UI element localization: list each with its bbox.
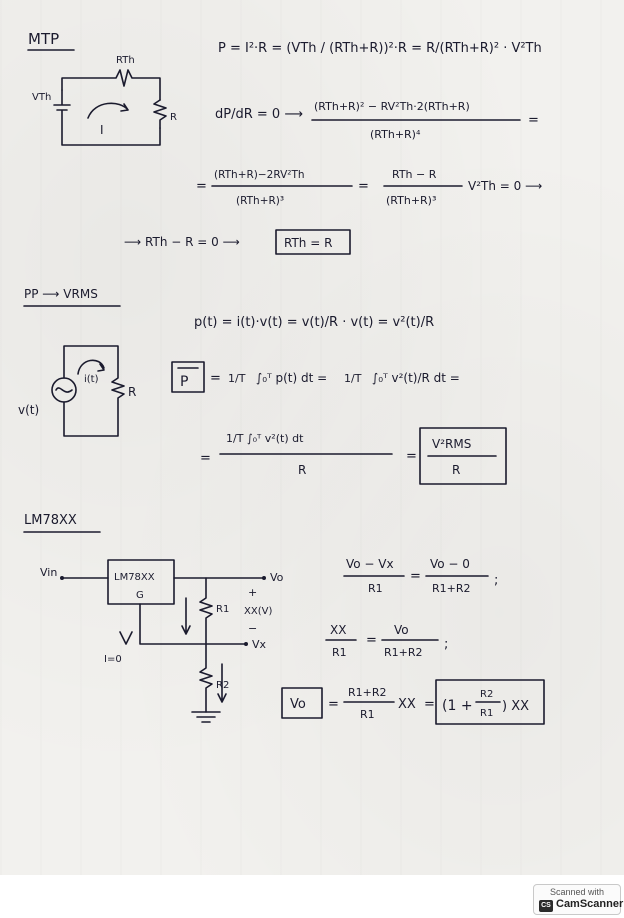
lm-eq2-numl: XX — [330, 623, 346, 637]
mtp-deriv-den: (RTh+R)⁴ — [370, 128, 421, 141]
pp-instant-formula: p(t) = i(t)·v(t) = v(t)/R · v(t) = v²(t)… — [194, 315, 434, 330]
badge-camscanner: CamScanner — [556, 898, 624, 910]
lm78xx-circuit: Vin LM78XX G Vo R1 Vx + XX(V) − R2 I=0 — [40, 559, 284, 723]
lm-eq2: XX R1 = Vo R1+R2 ; — [325, 623, 448, 659]
boxed-vo — [281, 687, 323, 719]
lm-xxv-label: XX(V) — [244, 606, 272, 617]
mtp-derivative: dP/dR = 0 ⟶ (RTh+R)² − RV²Th·2(RTh+R) (R… — [215, 100, 539, 141]
section-title-mtp: MTP — [28, 30, 59, 48]
mtp-step2: = (RTh+R)−2RV²Th (RTh+R)³ = RTh − R (RTh… — [196, 168, 542, 207]
pp-average: P = 1/T ∫₀ᵀ p(t) dt = 1/T ∫₀ᵀ v²(t)/R dt… — [171, 361, 460, 393]
lm-minus: − — [248, 622, 257, 635]
boxed-result — [419, 427, 507, 485]
lm-eq3-close: ) XX — [502, 699, 529, 714]
lm-eq3-eq: = — [328, 697, 339, 712]
pp-avg-box — [171, 361, 205, 393]
section-title-pp: PP ⟶ VRMS — [24, 287, 98, 301]
lm-eq1-denl: R1 — [368, 582, 383, 595]
lm-eq3-vo: Vo — [290, 697, 306, 712]
pp-final-eq: = — [200, 451, 211, 466]
mtp-circuit: RTh VTh R I — [32, 55, 177, 146]
mtp-r-label: R — [170, 112, 177, 123]
pp-avg-coef: 1/T — [228, 372, 246, 385]
mtp-conclusion-text: ⟶ RTh − R = 0 ⟶ — [124, 235, 240, 249]
mtp-i-label: I — [100, 123, 104, 137]
lm-eq1-sep: ; — [494, 573, 498, 588]
mtp-step2-num2: RTh − R — [392, 168, 437, 181]
pp-final-eq2: = — [406, 449, 417, 464]
pp-current-label: i(t) — [84, 374, 99, 385]
lm-eq3: Vo = R1+R2 R1 XX = (1 + R2 R1 ) XX — [281, 679, 545, 725]
lm-eq3-fracnum: R1+R2 — [348, 686, 387, 699]
pp-boxed-den: R — [452, 463, 460, 477]
mtp-power-formula: P = I²·R = (VTh / (RTh+R))²·R = R/(RTh+R… — [218, 41, 542, 56]
lm-eq3-eq2: = — [424, 697, 435, 712]
mtp-rth-label: RTh — [116, 55, 135, 66]
lm-r1-label: R1 — [216, 604, 229, 615]
lm-eq1: Vo − Vx R1 = Vo − 0 R1+R2 ; — [343, 557, 498, 595]
mtp-step2-tail: V²Th = 0 ⟶ — [468, 179, 542, 193]
mtp-step2-eq2: = — [358, 179, 369, 194]
lm-eq1-numr: Vo − 0 — [430, 557, 470, 571]
lm-eq2-denl: R1 — [332, 646, 347, 659]
lm-eq1-denr: R1+R2 — [432, 582, 471, 595]
lm-vo-label: Vo — [270, 571, 284, 584]
camscanner-badge: Scanned with CS CamScanner — [533, 884, 624, 915]
mtp-deriv-num: (RTh+R)² − RV²Th·2(RTh+R) — [314, 100, 470, 113]
lm-eq2-eq: = — [366, 633, 377, 648]
mtp-boxed: RTh = R — [284, 236, 332, 250]
pp-final-denom: R — [298, 463, 306, 477]
mtp-deriv-eq: = — [528, 113, 539, 128]
mtp-step2-den1: (RTh+R)³ — [236, 195, 284, 207]
mtp-vth-label: VTh — [32, 92, 51, 103]
lm-eq2-numr: Vo — [394, 623, 409, 637]
badge-scanned-with: Scanned with — [549, 887, 605, 897]
pp-avg-int1: ∫₀ᵀ p(t) dt = — [256, 371, 327, 385]
pp-avg-p: P — [180, 374, 188, 390]
camscanner-logo-icon: CS — [539, 900, 553, 912]
lm-regulator-label: LM78XX — [114, 572, 155, 583]
section-title-lm78xx: LM78XX — [24, 513, 77, 528]
lm-eq1-eq: = — [410, 569, 421, 584]
mtp-step2-den2: (RTh+R)³ — [386, 194, 436, 207]
lm-i-zero: I=0 — [104, 654, 122, 665]
lm-eq2-sep: ; — [444, 637, 448, 652]
lm-eq2-denr: R1+R2 — [384, 646, 423, 659]
lm-eq3-fracden: R1 — [360, 708, 375, 721]
lm-vx-label: Vx — [252, 638, 267, 651]
mtp-step2-eq: = — [196, 179, 207, 194]
lm-vin-label: Vin — [40, 566, 57, 579]
lm-eq3-xx: XX — [398, 697, 416, 712]
scanned-page: MTP RTh VTh R I P = I²·R = (VTh / (RTh+R… — [0, 0, 624, 875]
mtp-step2-num1: (RTh+R)−2RV²Th — [214, 169, 305, 181]
regulator-box — [107, 559, 175, 605]
pp-circuit: i(t) R v(t) — [18, 345, 136, 437]
pp-avg-coef2: 1/T — [344, 372, 362, 385]
handwritten-notes: MTP RTh VTh R I P = I²·R = (VTh / (RTh+R… — [18, 30, 545, 725]
lm-eq3-paren: (1 + — [442, 698, 473, 714]
boxed-result — [435, 679, 545, 725]
lm-eq3-r1: R1 — [480, 708, 493, 719]
lm-eq3-r2: R2 — [480, 689, 493, 700]
pp-avg-eq: = — [210, 371, 221, 386]
pp-final: = 1/T ∫₀ᵀ v²(t) dt R = V²RMS R — [200, 427, 507, 485]
mtp-dpdr: dP/dR = 0 ⟶ — [215, 107, 303, 122]
mtp-conclusion: ⟶ RTh − R = 0 ⟶ RTh = R — [124, 229, 351, 255]
pp-boxed-num: V²RMS — [432, 437, 471, 451]
pp-r-label: R — [128, 385, 136, 399]
lm-plus: + — [248, 586, 257, 599]
boxed-result — [275, 229, 351, 255]
pp-final-numer: 1/T ∫₀ᵀ v²(t) dt — [226, 432, 304, 445]
pp-source-label: v(t) — [18, 403, 39, 417]
pp-avg-int2: ∫₀ᵀ v²(t)/R dt = — [372, 371, 460, 385]
lm-eq1-numl: Vo − Vx — [346, 557, 394, 571]
lm-gnd-pin: G — [136, 590, 144, 601]
